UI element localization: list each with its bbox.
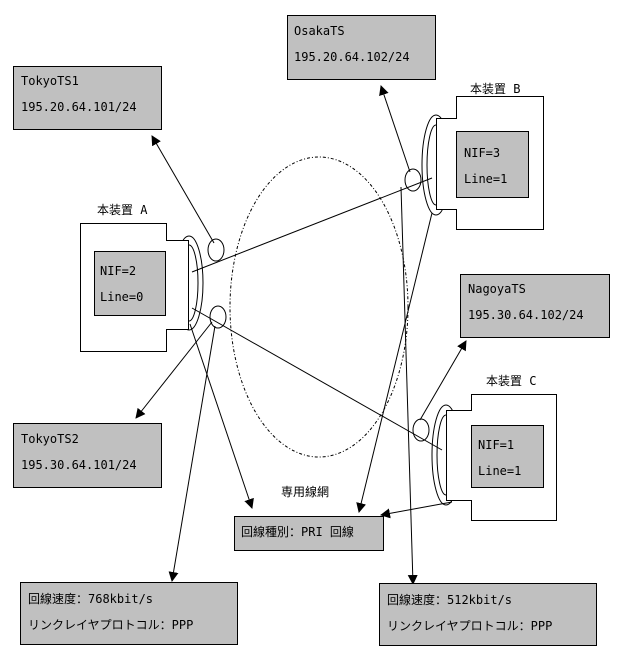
- tokyo-ts1-ip: 195.20.64.101/24: [21, 100, 137, 114]
- arrow-to-tokyo-ts2: [135, 321, 213, 419]
- osaka-ts-box: [287, 15, 436, 80]
- speed-left-protocol: リンクレイヤプロトコル：PPP: [28, 618, 194, 632]
- speed-right-protocol: リンクレイヤプロトコル：PPP: [387, 619, 553, 633]
- tokyo-ts1-name: TokyoTS1: [21, 74, 79, 88]
- device-a-back-frame: [166, 240, 189, 330]
- tokyo-ts2-name: TokyoTS2: [21, 432, 79, 446]
- nagoya-ts-ip: 195.30.64.102/24: [468, 308, 584, 322]
- arrow-b-to-line-type: [356, 212, 433, 513]
- device-a-panel: [94, 251, 166, 316]
- arrow-to-osaka-ts: [379, 85, 411, 173]
- tokyo-ts1-box: [13, 66, 162, 130]
- osaka-ts-ip: 195.20.64.102/24: [294, 50, 410, 64]
- device-b-title: 本装置 B: [470, 82, 521, 96]
- network-label: 専用線網: [281, 485, 330, 499]
- interface-circle-a-upper: [207, 238, 225, 262]
- speed-left-box: [20, 582, 238, 645]
- device-c-panel: [471, 425, 544, 488]
- device-b-back-frame: [436, 118, 457, 210]
- interface-circle-b: [404, 168, 422, 192]
- device-b-panel: [456, 131, 529, 198]
- tokyo-ts2-box: [13, 423, 162, 488]
- line-type-text: 回線種別：PRI 回線: [241, 525, 354, 539]
- line-type-box: [234, 516, 384, 551]
- link-a-to-c: [191, 307, 443, 451]
- device-c-line: Line=1: [478, 464, 522, 478]
- leased-line-network-cloud: [229, 156, 409, 458]
- device-a-nif: NIF=2: [100, 264, 137, 278]
- arrow-to-speed-left: [168, 325, 216, 582]
- arrow-to-nagoya-ts: [419, 340, 467, 421]
- nagoya-ts-name: NagoyaTS: [468, 282, 526, 296]
- speed-right-speed: 回線速度：512kbit/s: [387, 593, 513, 607]
- device-b-nif: NIF=3: [464, 146, 501, 160]
- speed-left-speed: 回線速度：768kbit/s: [28, 592, 154, 606]
- arrow-to-speed-right: [400, 186, 418, 585]
- device-c-nif: NIF=1: [478, 438, 515, 452]
- interface-circle-a-lower: [209, 305, 227, 329]
- link-a-to-b: [191, 177, 433, 273]
- arrow-a-to-line-type: [189, 323, 254, 509]
- arrow-to-tokyo-ts1: [151, 135, 215, 244]
- device-b-line: Line=1: [464, 172, 508, 186]
- arrow-c-to-line-type: [380, 501, 453, 519]
- tokyo-ts2-ip: 195.30.64.101/24: [21, 458, 137, 472]
- device-c-title: 本装置 C: [486, 374, 537, 388]
- device-c-back-frame: [446, 410, 472, 501]
- device-a-line: Line=0: [100, 290, 144, 304]
- osaka-ts-name: OsakaTS: [294, 24, 345, 38]
- nagoya-ts-box: [460, 274, 610, 338]
- speed-right-box: [379, 583, 597, 646]
- device-a-title: 本装置 A: [97, 203, 148, 217]
